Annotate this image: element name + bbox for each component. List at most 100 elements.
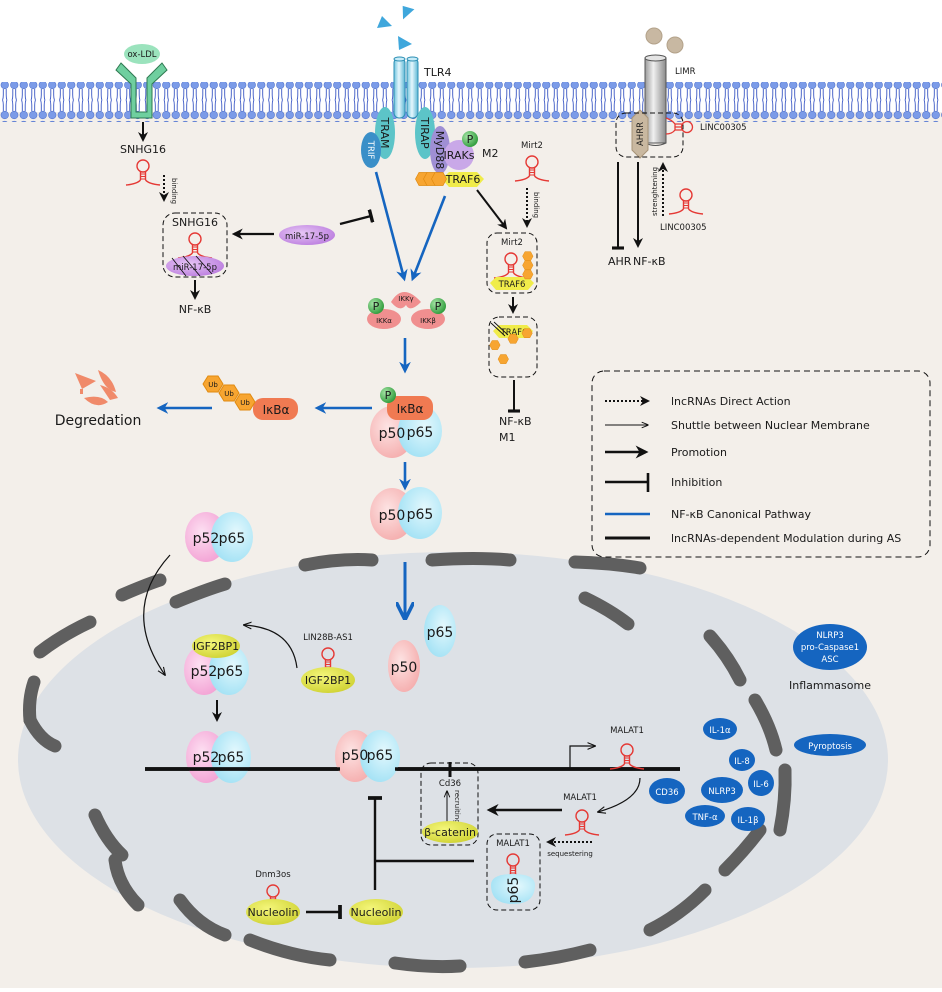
mirt2-traf6-complex: Mirt2 TRAF6 [486,232,538,294]
ub-ikba-label: IκBα [263,403,290,417]
dnm3os-label: Dnm3os [255,870,291,880]
malat1-bound-p65-label: p65 [506,877,522,904]
limr-receptor [644,54,667,146]
dnm3os-nucleolin: Nucleolin [246,899,300,925]
ubiquitinated-ikba: IκBα Ub Ub Ub [202,375,298,420]
ikk-alpha-label: IKKα [376,317,392,325]
igf2bp1-complex-label: IGF2BP1 [193,640,239,653]
cytokine-il6: IL-6 [748,770,774,796]
trif-to-ikk-arrow [374,171,408,282]
nuclear-free-p65-label: p65 [427,625,454,641]
free-nucleolin: Nucleolin [349,899,403,925]
free-mir17: miR-17-5p [279,225,335,245]
dna-p50-label: p50 [342,748,369,764]
mirt2-m1-output: M1 [499,431,516,444]
tram-label: TRAM [378,117,391,149]
svg-text:IL-1α: IL-1α [709,726,731,736]
snhg16-mir17-complex: SNHG16 miR-17-5p [162,212,228,278]
dna-p65b-label: p65 [367,748,394,764]
trif-label: TRIF [365,140,375,160]
myd88-adaptor: MyD88 [430,126,450,174]
malat1-transcription-start [569,746,595,769]
ahrr-label: AHRR [636,122,646,146]
malat1-p65-box-label: MALAT1 [496,839,530,849]
tlr4-receptor [393,56,419,119]
recruiting-label: recruiting [453,790,461,824]
snhg16-complex-title: SNHG16 [172,216,218,229]
svg-text:Shuttle between Nuclear Membra: Shuttle between Nuclear Membrane [671,419,870,432]
oxldl-label: ox-LDL [127,50,156,60]
mirt2-complex-title: Mirt2 [501,238,523,248]
ikba-p50-p65-complex: IκBα p50 p65 [370,396,442,458]
mirt2-complex-traf6-label: TRAF6 [498,280,526,290]
nuclear-free-p65: p65 [424,605,456,657]
tirap-adaptor: TIRAP [415,107,435,159]
dna-p52-label: p52 [193,750,220,766]
nucleus [18,552,888,968]
ikk-phospho-left-label: P [373,300,380,313]
igf2bp1-p65-label: p65 [217,664,244,680]
iraks-label: IRAKs [444,149,475,162]
svg-text:NLRP3: NLRP3 [816,631,844,641]
svg-text:IL-6: IL-6 [753,780,769,790]
cytokine-il1b: IL-1β [731,807,765,831]
malat1-p65-complex: MALAT1 p65 [486,833,541,911]
linc00305-free-label: LINC00305 [660,223,707,233]
dna-p50-p65: p50 p65 [335,730,400,782]
pyroptosis-label: Pyroptosis [808,742,852,752]
ikk-phospho-right: P [430,298,446,314]
degradation-fragments-icon [75,370,118,406]
svg-text:Inhibition: Inhibition [671,476,722,489]
cyto-p65-label: p65 [219,531,246,547]
mirt2-binding-label: binding [532,192,540,218]
legend-item-direct-action: lncRNAs Direct Action [605,395,791,408]
tlr4-label: TLR4 [423,66,452,79]
legend-item-inhibition: Inhibition [605,473,722,492]
mir17-inhibits-trif-path [339,209,375,226]
svg-text:Promotion: Promotion [671,446,727,459]
svg-text:IL-1β: IL-1β [738,816,759,826]
complex-p65-label: p65 [407,425,434,441]
mirt2-nfkb-output: NF-κB [499,415,532,428]
extracellular-space [0,0,942,88]
linc00305-bound-label: LINC00305 [700,123,747,133]
svg-text:lncRNAs-dependent Modulation d: lncRNAs-dependent Modulation during AS [671,532,901,545]
dna-p52-p65: p52 p65 [186,731,251,783]
ahrr-protein: AHRR [631,109,649,159]
snhg16-top-label: SNHG16 [120,143,166,156]
degraded-traf6-label: TRAF6 [500,328,528,338]
inflammasome-complex: NLRP3 pro-Caspase1 ASC [793,624,867,670]
ikba-label: IκBα [397,402,424,416]
snhg16-nfkb-output: NF-κB [179,303,212,316]
legend-item-modulation: lncRNAs-dependent Modulation during AS [605,532,901,545]
traf6-to-ikk-arrow [410,195,447,282]
cytokine-il8: IL-8 [729,749,755,771]
cyto-p52-label: p52 [193,531,220,547]
complex-p50-label: p50 [379,426,406,442]
iraks-phospho: P [462,131,478,147]
iraks: IRAKs [444,140,475,170]
cd36-gene-label: Cd36 [439,779,461,789]
cytokine-il1a: IL-1α [703,718,737,740]
tirap-label: TIRAP [418,116,431,149]
lps-ligand-icons [377,5,415,50]
snhg16-binding-label: binding [170,178,178,204]
ub-label-1: Ub [208,381,218,389]
limr-nfkb-output: NF-κB [633,255,666,268]
ub-label-2: Ub [224,390,234,398]
legend: lncRNAs Direct Action Shuttle between Nu… [591,370,931,558]
ikk-phospho-left: P [368,298,384,314]
trif-adaptor: TRIF [361,132,381,168]
ahr-output: AHR [608,255,632,268]
myd88-label: MyD88 [433,131,446,169]
cytokine-nlrp3: NLRP3 [701,777,743,803]
nuclear-envelope [23,552,792,974]
p52-nuclear-shuttle-arrow [143,554,171,675]
dna-p65-label: p65 [218,750,245,766]
strengthening-label: strenghtening [651,167,659,216]
mirt2-free-label: Mirt2 [521,141,543,151]
cytokine-tnfa: TNF-α [685,805,725,827]
svg-text:TNF-α: TNF-α [691,813,718,823]
